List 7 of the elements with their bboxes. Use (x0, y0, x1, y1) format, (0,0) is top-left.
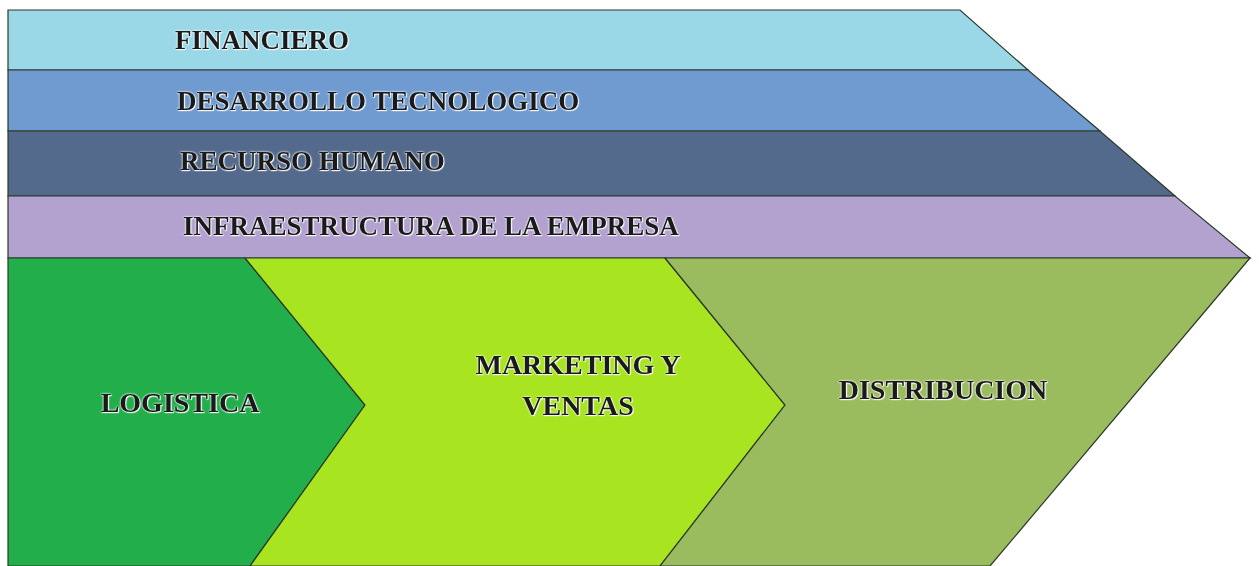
activity-label: MARKETING Y VENTAS (474, 348, 682, 423)
activity-label: LOGISTICA (100, 385, 260, 420)
activity-label: FINANCIERO (175, 24, 349, 58)
activity-label: INFRAESTRUCTURA DE LA EMPRESA (183, 210, 679, 244)
activity-label: DISTRIBUCION (838, 372, 1048, 407)
activity-label: DESARROLLO TECNOLOGICO (177, 85, 580, 119)
activity-label: RECURSO HUMANO (180, 145, 445, 179)
